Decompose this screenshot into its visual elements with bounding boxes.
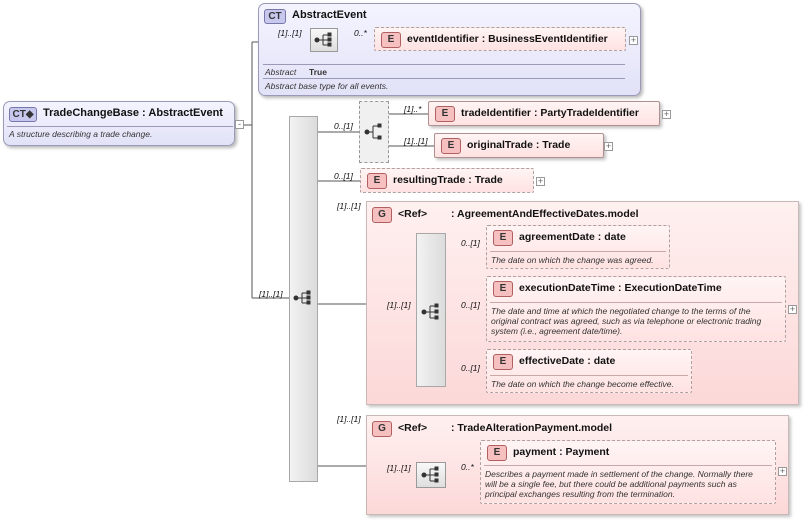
sequence-compositor-icon	[290, 287, 318, 311]
element-doc: The date on which the change become effe…	[491, 379, 674, 389]
divider	[263, 78, 625, 79]
plus-icon[interactable]: +	[629, 35, 638, 45]
plus-icon[interactable]: +	[788, 304, 797, 314]
multiplicity: [1]..[1]	[337, 201, 361, 211]
complex-type-icon: CT	[264, 9, 286, 24]
element-event-identifier[interactable]: E eventIdentifier : BusinessEventIdentif…	[374, 27, 626, 51]
element-icon: E	[493, 354, 513, 370]
element-name: eventIdentifier : BusinessEventIdentifie…	[407, 33, 608, 45]
element-icon: E	[493, 230, 513, 246]
element-effective-date[interactable]: E effectiveDate : date The date on which…	[486, 349, 692, 393]
group-ref: <Ref>	[398, 208, 428, 220]
element-name: payment : Payment	[513, 446, 610, 458]
multiplicity: 0..[1]	[461, 238, 480, 248]
plus-icon[interactable]: +	[662, 109, 671, 119]
group-name: : TradeAlterationPayment.model	[451, 422, 613, 434]
plus-icon[interactable]: +	[536, 176, 545, 186]
divider	[7, 126, 233, 127]
multiplicity: 0..[1]	[461, 300, 480, 310]
sequence-compositor-icon[interactable]	[310, 28, 338, 52]
plus-icon[interactable]: +	[778, 466, 787, 476]
multiplicity: [1]..[1]	[404, 136, 428, 146]
plus-icon[interactable]: -	[235, 120, 244, 129]
element-icon: E	[381, 32, 401, 48]
abstract-event-doc: Abstract base type for all events.	[265, 81, 389, 91]
element-name: originalTrade : Trade	[467, 139, 571, 151]
element-payment[interactable]: E payment : Payment Describes a payment …	[480, 440, 776, 504]
trade-change-base-doc: A structure describing a trade change.	[9, 129, 153, 139]
element-name: effectiveDate : date	[519, 355, 616, 367]
element-execution-date-time[interactable]: E executionDateTime : ExecutionDateTime …	[486, 276, 786, 342]
multiplicity: [1]..[1]	[337, 414, 361, 424]
element-icon: E	[487, 445, 507, 461]
element-original-trade[interactable]: E originalTrade : Trade	[434, 133, 604, 158]
divider	[490, 251, 666, 252]
element-icon: E	[435, 106, 455, 122]
trade-change-base-box[interactable]: CT◆ TradeChangeBase : AbstractEvent A st…	[3, 101, 235, 146]
multiplicity: 0..*	[354, 28, 367, 38]
element-icon: E	[493, 281, 513, 297]
element-doc-line: original contract was agreed, such as vi…	[491, 316, 762, 326]
element-name: agreementDate : date	[519, 231, 626, 243]
multiplicity: 0..[1]	[334, 121, 353, 131]
sequence-compositor-icon[interactable]	[416, 462, 446, 488]
group-ref: <Ref>	[398, 422, 428, 434]
divider	[263, 64, 625, 65]
element-doc-line: principal exchanges resulting from the t…	[485, 489, 675, 499]
element-doc-line: system (i.e., agreement date/time).	[491, 326, 623, 336]
plus-icon[interactable]: +	[604, 141, 613, 151]
element-doc: The date on which the change was agreed.	[491, 255, 654, 265]
multiplicity: [1]..[1]	[259, 289, 283, 299]
multiplicity: [1]..[1]	[278, 28, 302, 38]
group-icon: G	[372, 207, 392, 223]
divider	[490, 375, 688, 376]
element-trade-identifier[interactable]: E tradeIdentifier : PartyTradeIdentifier	[428, 101, 660, 126]
element-name: executionDateTime : ExecutionDateTime	[519, 282, 722, 294]
complex-type-icon: CT◆	[9, 107, 37, 122]
sequence-bar[interactable]	[416, 233, 446, 387]
multiplicity: 0..*	[461, 462, 474, 472]
divider	[490, 302, 782, 303]
element-doc-line: will be a single fee, but there could be…	[485, 479, 737, 489]
group-name: : AgreementAndEffectiveDates.model	[451, 208, 639, 220]
trade-change-base-title: TradeChangeBase : AbstractEvent	[43, 107, 223, 119]
abstract-event-title: AbstractEvent	[292, 9, 367, 21]
multiplicity: [1]..*	[404, 104, 422, 114]
element-resulting-trade[interactable]: E resultingTrade : Trade	[360, 168, 534, 193]
divider	[484, 465, 772, 466]
element-icon: E	[441, 138, 461, 154]
abstract-label: Abstract	[265, 67, 297, 77]
element-agreement-date[interactable]: E agreementDate : date The date on which…	[486, 225, 670, 269]
element-doc-line: Describes a payment made in settlement o…	[485, 469, 753, 479]
group-icon: G	[372, 421, 392, 437]
multiplicity: [1]..[1]	[387, 300, 411, 310]
multiplicity: 0..[1]	[461, 363, 480, 373]
multiplicity: [1]..[1]	[387, 463, 411, 473]
element-name: resultingTrade : Trade	[393, 174, 503, 186]
multiplicity: 0..[1]	[334, 171, 353, 181]
choice-box[interactable]	[359, 101, 389, 163]
element-name: tradeIdentifier : PartyTradeIdentifier	[461, 107, 639, 119]
element-icon: E	[367, 173, 387, 189]
abstract-value: True	[309, 67, 327, 77]
element-doc-line: The date and time at which the negotiate…	[491, 306, 751, 316]
